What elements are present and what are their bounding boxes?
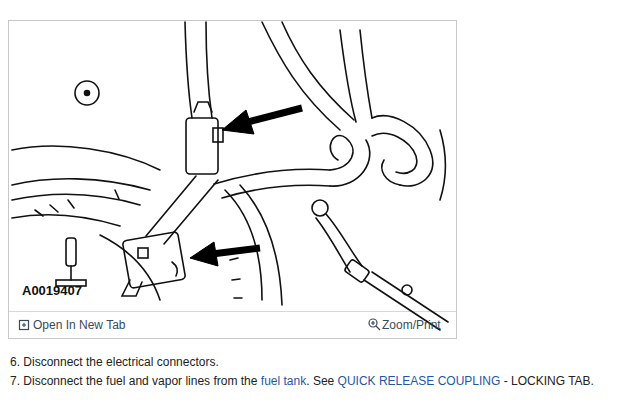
toolbar-link: Open In New Tab [33, 318, 126, 332]
reference-link: fuel tank [261, 374, 306, 388]
image-frame [9, 21, 457, 339]
reference-link: QUICK RELEASE COUPLING [338, 374, 501, 388]
procedure-step: 7. Disconnect the fuel and vapor lines f… [10, 374, 594, 388]
toolbar-divider [9, 311, 456, 312]
figure-number: A0019407 [22, 283, 82, 298]
toolbar-link: Zoom/Print [382, 318, 441, 332]
step-text: 7. Disconnect the fuel and vapor lines f… [10, 374, 257, 388]
step-text: . See [306, 374, 334, 388]
fuel-pump-drawing [12, 22, 448, 330]
step-text: - LOCKING TAB. [504, 374, 594, 388]
pointer-arrows [190, 108, 302, 266]
procedure-step: 6. Disconnect the electrical connectors. [10, 355, 219, 369]
